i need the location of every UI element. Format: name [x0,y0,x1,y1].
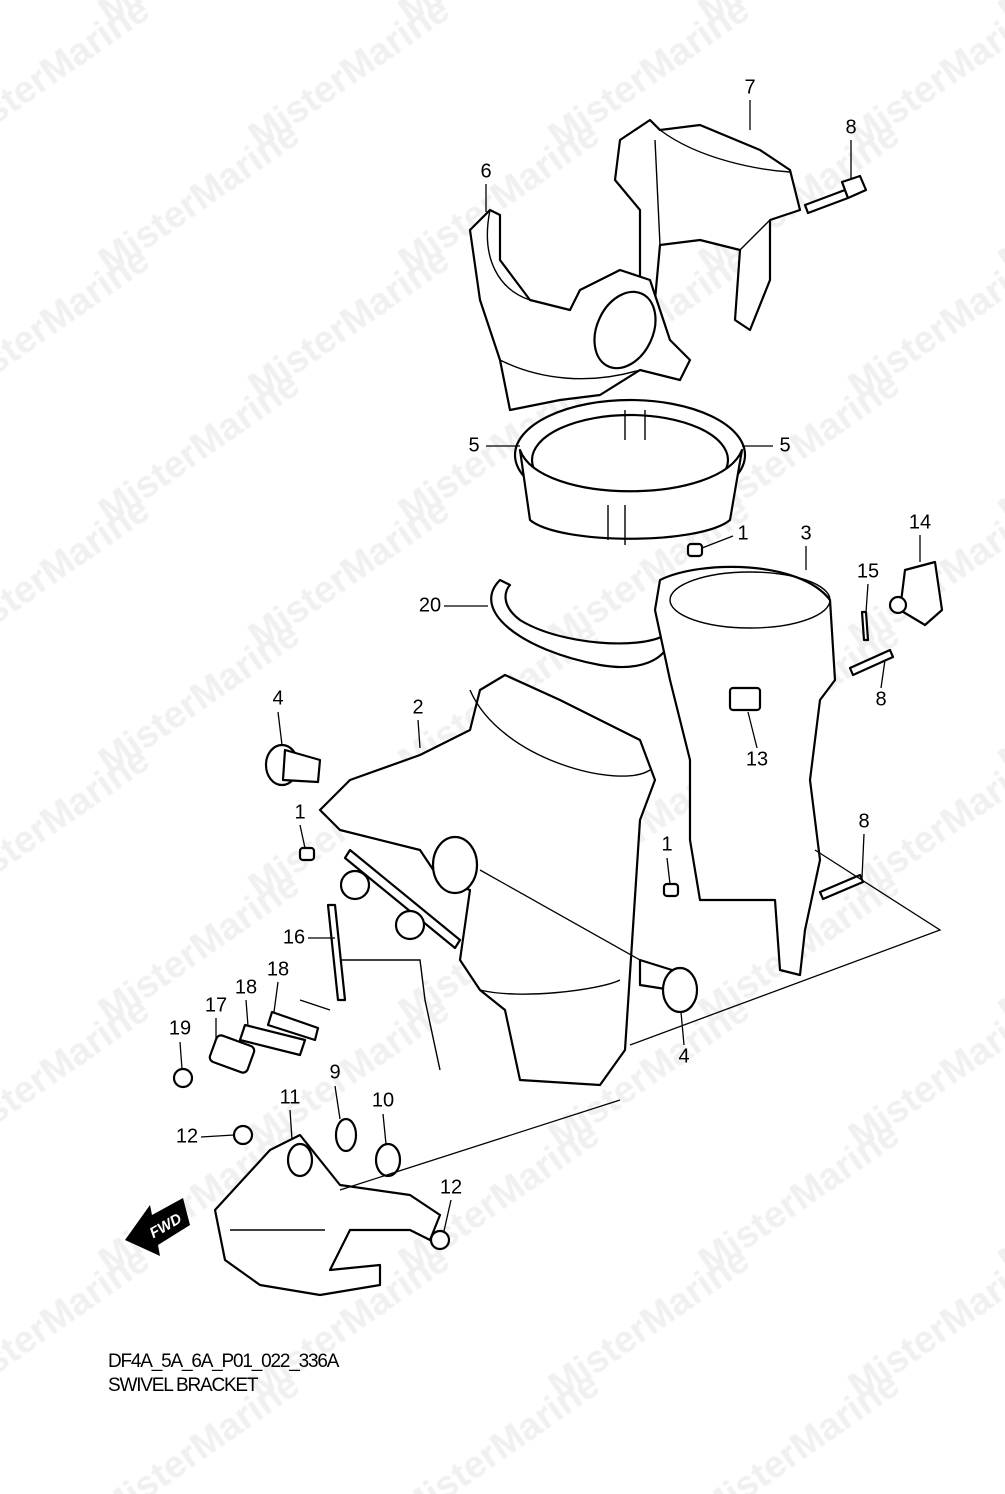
part-1-grease-nipple [298,846,316,862]
callout-leader-line [179,1041,183,1070]
part-8-bolt [848,648,895,677]
callout-number-8: 8 [845,116,856,138]
callout-number-4: 4 [272,687,283,709]
callout-number-8: 8 [875,688,886,710]
callout-number-1: 1 [294,801,305,823]
callout-number-11: 11 [280,1086,301,1108]
part-9-spring [334,1117,358,1153]
callout-number-20: 20 [419,594,441,616]
callout-leader-line [880,659,886,689]
callout-leader-line [666,857,671,885]
callout-number-18: 18 [267,958,289,980]
callout-leader-line [865,583,869,613]
part-14-knob [888,560,944,627]
part-1-grease-nipple [686,542,704,558]
callout-number-9: 9 [329,1061,340,1083]
callout-leader-line [277,711,283,746]
part-12-bolt [232,1124,254,1146]
callout-number-17: 17 [205,994,227,1016]
callout-leader-line [245,999,249,1027]
diagram-code: DF4A_5A_6A_P01_022_336A [108,1351,339,1372]
part-2-swivel-bracket [318,673,657,1087]
fwd-arrow-icon: FWD [125,1198,190,1256]
part-8-bolt [818,873,865,901]
callout-number-1: 1 [661,833,672,855]
part-6-steering-bracket [468,208,692,412]
part-19-bolt [172,1067,194,1089]
callout-leader-line [273,981,279,1013]
part-15-pin [860,610,870,642]
callout-leader-line [443,1199,452,1232]
part-8-bolt [803,174,868,215]
part-18-bushing [238,1023,307,1057]
part-4-pin [264,743,322,787]
callout-number-8: 8 [858,810,869,832]
callout-number-12: 12 [176,1125,198,1147]
part-12-bolt [429,1229,451,1251]
callout-number-1: 1 [737,522,748,544]
callout-number-3: 3 [800,522,811,544]
callout-number-19: 19 [169,1017,191,1039]
callout-number-15: 15 [857,560,879,582]
part-11-tilt-support [213,1133,442,1297]
diagram-title: SWIVEL BRACKET [108,1375,259,1396]
callout-number-5: 5 [468,434,479,456]
callout-number-4: 4 [678,1045,689,1067]
callout-number-5: 5 [779,434,790,456]
callout-leader-line [861,833,865,879]
callout-number-18: 18 [235,976,257,998]
callout-leader-line [701,535,734,549]
part-5-bushings [513,398,747,545]
callout-leader-line [417,719,421,749]
part-16-lever [299,848,462,1071]
callout-number-12: 12 [440,1176,462,1198]
part-3-clamp-bracket [653,565,837,977]
callout-leader-line [299,824,306,849]
callout-leader-line [289,1109,293,1141]
part-18-bushing [266,1010,320,1042]
part-4-pin [638,958,699,1014]
callout-number-7: 7 [744,76,755,98]
callout-leader-line [747,711,758,749]
callout-number-2: 2 [412,696,423,718]
callout-number-14: 14 [909,511,931,533]
part-1-grease-nipple [662,882,680,898]
part-17-plate [208,1034,256,1074]
callout-leader-line [680,1011,685,1046]
callout-number-6: 6 [480,160,491,182]
part-20-ring [490,578,672,669]
callout-number-16: 16 [283,926,305,948]
callout-number-10: 10 [372,1089,394,1111]
callout-leader-line [334,1085,341,1120]
callout-leader-line [200,1134,235,1138]
assembly-line [339,849,942,1191]
callout-number-13: 13 [746,748,768,770]
part-10-spring [374,1142,402,1178]
callout-leader-line [382,1113,387,1145]
